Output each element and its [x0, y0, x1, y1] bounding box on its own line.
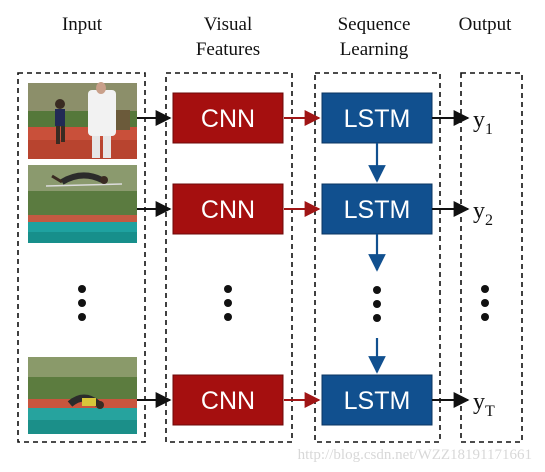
cnn-label-1: CNN: [201, 105, 255, 133]
visual-features-column-border: [165, 72, 293, 443]
lstm-label-3: LSTM: [344, 387, 411, 415]
lstm-label-1: LSTM: [344, 105, 411, 133]
cnn-label-2: CNN: [201, 196, 255, 224]
vertical-ellipsis-icon: [78, 285, 86, 321]
heading-visual-features-line1: Visual: [204, 14, 252, 35]
lstm-box-3: [321, 374, 433, 426]
high-jump-landing-frame: [28, 357, 137, 434]
cnn-box-1: [172, 92, 284, 144]
cnn-box-3: [172, 374, 284, 426]
output-label-1: y1: [473, 107, 493, 138]
heading-input: Input: [62, 14, 103, 35]
sequence-learning-column-border: [314, 72, 441, 443]
cnn-box-2: [172, 183, 284, 235]
lstm-label-2: LSTM: [344, 196, 411, 224]
vertical-ellipsis-icon: [373, 286, 381, 322]
high-jump-over-bar-frame: [28, 165, 137, 243]
heading-output: Output: [459, 14, 513, 35]
vertical-ellipsis-icon: [481, 285, 489, 321]
heading-sequence-learning-line1: Sequence: [338, 14, 411, 35]
lstm-box-2: [321, 183, 433, 235]
cnn-label-3: CNN: [201, 387, 255, 415]
watermark-url: http://blog.csdn.net/WZZ18191171661: [298, 447, 532, 463]
input-column-border: [17, 72, 146, 443]
output-label-3: yT: [473, 389, 495, 420]
heading-visual-features-line2: Features: [196, 39, 260, 60]
output-label-2: y2: [473, 198, 493, 229]
high-jump-approach-frame: [28, 82, 137, 159]
heading-sequence-learning-line2: Learning: [340, 39, 409, 60]
output-column-border: [460, 72, 523, 443]
vertical-ellipsis-icon: [224, 285, 232, 321]
